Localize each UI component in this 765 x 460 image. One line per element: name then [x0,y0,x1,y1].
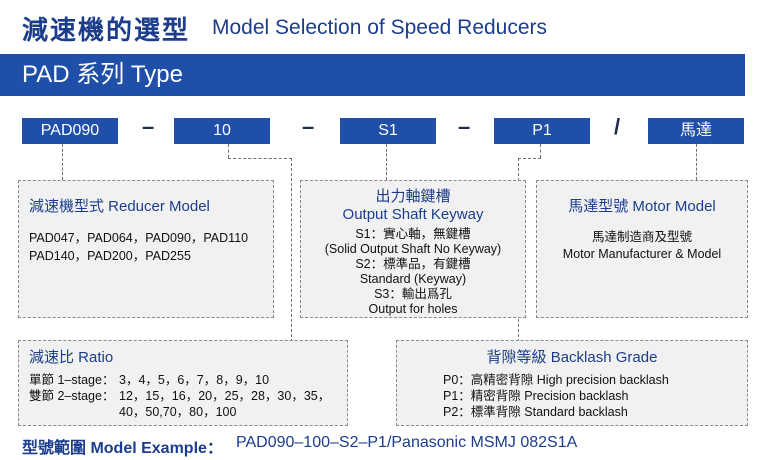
ratio-row3-values: 40，50,70，80，100 [119,405,237,419]
backlash-title: 背隙等級 Backlash Grade [486,349,658,366]
keyway-line-2: (Solid Output Shaft No Keyway) [324,242,502,256]
connector-ratio-c [291,158,292,342]
reducer-model-line1: PAD047，PAD064，PAD090，PAD110 [29,231,249,245]
code-ratio: 10 [174,118,270,144]
reducer-model-box: 減速機型式 Reducer Model PAD047，PAD064，PAD090… [18,180,274,318]
code-keyway: S1 [340,118,436,144]
page-title-en: Model Selection of Speed Reducers [212,16,548,39]
connector-model [62,144,63,180]
example-label: 型號範圍 Model Example： [22,440,223,457]
ratio-row2-values: 12，15，16，20，25，28，30，35， [119,389,331,403]
keyway-title-en: Output Shaft Keyway [342,206,484,223]
ratio-row1-values: 3，4，5，6，7，8，9，10 [119,373,270,387]
connector-ratio-a [228,144,229,158]
series-banner: PAD 系列 Type [0,54,745,96]
motor-model-line2: Motor Manufacturer & Model [562,247,722,261]
motor-model-line1: 馬達制造商及型號 [591,230,692,244]
motor-model-box: 馬達型號 Motor Model 馬達制造商及型號 Motor Manufact… [536,180,748,318]
backlash-line-p1: P1：精密背隙 Precision backlash [443,389,629,403]
connector-ratio-b [228,158,292,159]
ratio-title: 減速比 Ratio [29,349,114,366]
connector-backlash-a [540,144,541,158]
reducer-model-line2: PAD140，PAD200，PAD255 [29,249,191,263]
code-motor: 馬達 [648,118,744,144]
backlash-line-p2: P2：標準背隙 Standard backlash [443,405,628,419]
example-value: PAD090–100–S2–P1/Panasonic MSMJ 082S1A [236,434,578,451]
keyway-line-3: S2：標準品，有鍵槽 [355,257,471,271]
code-model: PAD090 [22,118,118,144]
backlash-line-p0: P0：高精密背隙 High precision backlash [443,373,669,387]
page-title-zh: 減速機的選型 [22,15,191,45]
separator-dash-1: – [142,114,155,139]
separator-dash-3: – [458,114,471,139]
backlash-box: 背隙等級 Backlash Grade P0：高精密背隙 High precis… [396,340,748,426]
ratio-row1-label: 單節 1–stage： [29,373,115,387]
code-backlash: P1 [494,118,590,144]
keyway-line-6: Output for holes [368,302,458,316]
reducer-model-title: 減速機型式 Reducer Model [29,198,210,215]
keyway-line-5: S3：輸出爲孔 [374,287,452,301]
separator-dash-2: – [302,114,315,139]
ratio-box: 減速比 Ratio 單節 1–stage： 3，4，5，6，7，8，9，10 雙… [18,340,348,426]
keyway-line-1: S1：實心軸，無鍵槽 [355,227,471,241]
separator-slash: / [614,114,621,139]
motor-model-title: 馬達型號 Motor Model [568,198,716,215]
connector-backlash-b [518,158,541,159]
connector-motor [696,144,697,180]
connector-keyway [386,144,387,180]
ratio-row2-label: 雙節 2–stage： [29,389,115,403]
keyway-line-4: Standard (Keyway) [359,272,467,286]
keyway-title-zh: 出力軸鍵槽 [375,188,451,205]
keyway-box: 出力軸鍵槽 Output Shaft Keyway S1：實心軸，無鍵槽 (So… [300,180,526,318]
